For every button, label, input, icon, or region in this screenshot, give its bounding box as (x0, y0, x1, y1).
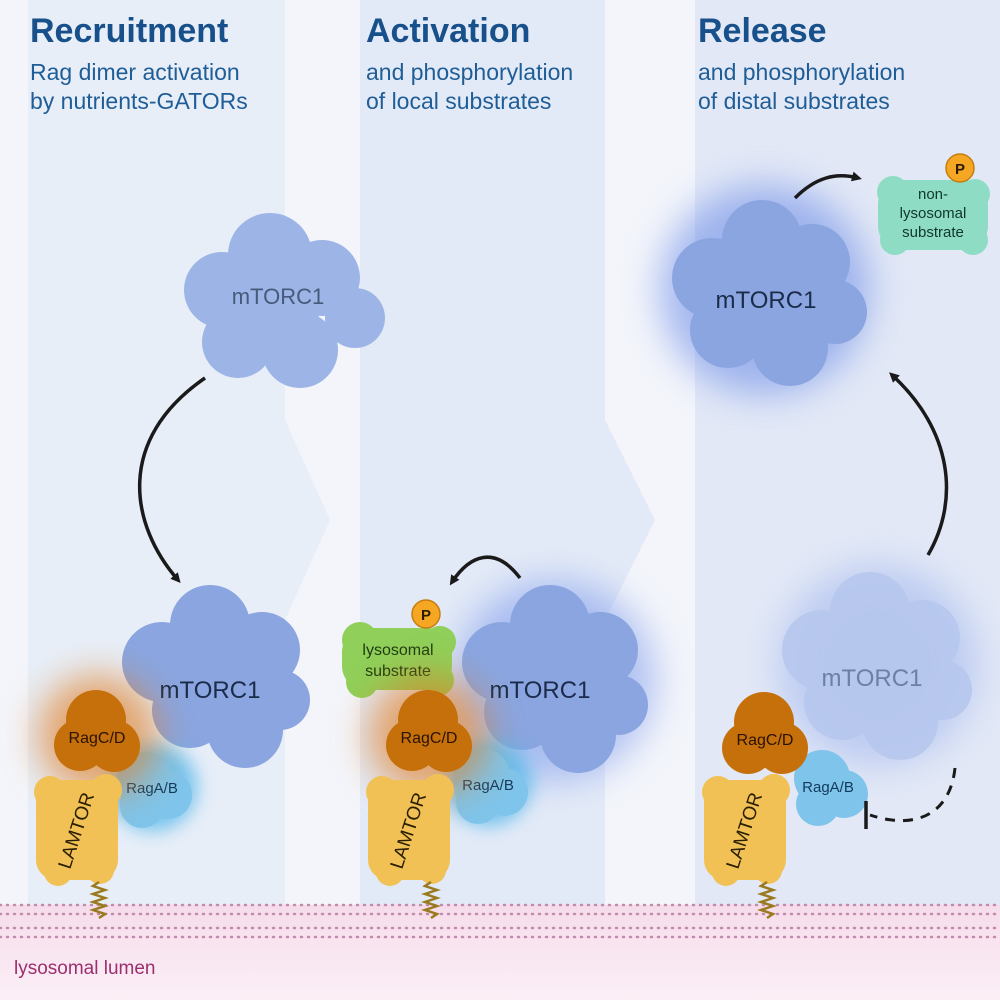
panel-title-activation: Activation (366, 12, 531, 50)
phosphorylation-arrow (449, 555, 522, 586)
background-panels (28, 0, 1000, 1000)
lysosomal-lumen (0, 905, 1000, 1000)
mtorc1-bound-label-1: mTORC1 (160, 677, 261, 704)
ragab-3: RagA/B (794, 750, 868, 826)
panel-release: mTORC1 non- lysosomal substrate (660, 153, 990, 920)
panel-title-recruitment: Recruitment (30, 12, 229, 50)
mtorc1-released: mTORC1 (660, 185, 870, 395)
mtorc1-active: mTORC1 (455, 580, 655, 780)
non-lysosomal-line1: non- (918, 186, 948, 203)
panel-subtitle-release-line2: of distal substrates (698, 88, 890, 114)
ragab-label-3: RagA/B (802, 779, 854, 796)
panel-subtitle-recruitment-line1: Rag dimer activation (30, 59, 240, 85)
ragcd-label-2: RagC/D (401, 730, 458, 747)
ragcd-label-3: RagC/D (737, 732, 794, 749)
lysosomal-membrane (0, 903, 1000, 939)
lamtor-2: LAMTOR (366, 774, 454, 920)
distal-phosphorylation-arrow (793, 171, 862, 200)
mtorc1-dissociating: mTORC1 (778, 565, 978, 765)
lamtor-3: LAMTOR (702, 774, 790, 920)
lysosomal-substrate-line2: substrate (365, 663, 431, 680)
mtorc1-dissociating-label: mTORC1 (822, 665, 923, 692)
panel-title-release: Release (698, 12, 827, 50)
mtorc1-released-label: mTORC1 (716, 287, 817, 314)
lamtor-1: LAMTOR (34, 774, 122, 920)
lipid-anchor-3 (757, 880, 777, 920)
panel-activation: mTORC1 lysosomal substrate P (342, 555, 655, 920)
lysosomal-substrate: lysosomal substrate (342, 622, 456, 698)
inhibition-arrow (869, 767, 957, 823)
panel-subtitle-release-line1: and phosphorylation (698, 59, 906, 85)
phospho-label-2: P (955, 161, 965, 178)
phospho-label-1: P (421, 607, 431, 624)
panel-subtitle-recruitment-line2: by nutrients-GATORs (30, 88, 248, 114)
mtorc1-bound-1: mTORC1 (122, 585, 310, 768)
ragcd-2: RagC/D (368, 675, 488, 795)
ragcd-3: RagC/D (722, 692, 808, 774)
non-lysosomal-line3: substrate (902, 224, 964, 241)
ragcd-label-1: RagC/D (69, 730, 126, 747)
non-lysosomal-substrate: non- lysosomal substrate (877, 176, 990, 255)
lipid-anchor-1 (89, 880, 109, 920)
mtorc1-active-label: mTORC1 (490, 677, 591, 704)
mtorc1-free: mTORC1 (184, 213, 385, 388)
recruitment-arrow (137, 376, 206, 584)
mtorc1-free-label: mTORC1 (232, 284, 325, 309)
panel-recruitment: mTORC1 mTORC1 (34, 213, 385, 920)
ragab-label-2: RagA/B (462, 777, 514, 794)
panel-subtitle-activation-line1: and phosphorylation (366, 59, 574, 85)
ragab-label-1: RagA/B (126, 780, 178, 797)
lysosomal-lumen-label: lysosomal lumen (14, 958, 156, 979)
lysosomal-substrate-line1: lysosomal (362, 642, 433, 659)
phospho-badge-2: P (945, 153, 975, 183)
lipid-anchor-2 (421, 880, 441, 920)
ragcd-1: RagC/D (38, 675, 158, 795)
phospho-badge-1: P (411, 599, 441, 629)
release-arrow (889, 372, 949, 556)
non-lysosomal-line2: lysosomal (900, 205, 967, 222)
panel-subtitle-activation-line2: of local substrates (366, 88, 552, 114)
